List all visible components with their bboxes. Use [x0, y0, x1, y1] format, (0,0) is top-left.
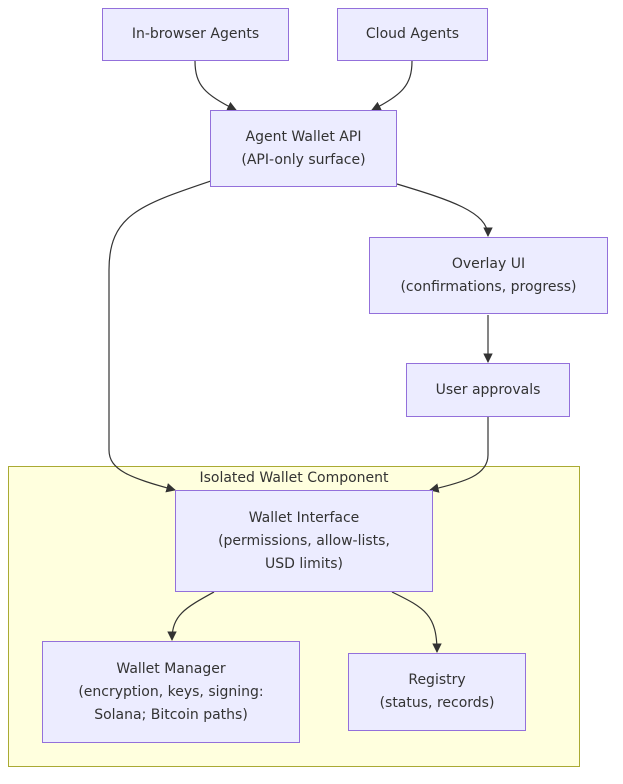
node-sublabel: Solana; Bitcoin paths)	[94, 706, 248, 723]
node-sublabel: (status, records)	[379, 695, 495, 711]
node-label: Wallet Interface	[248, 509, 360, 526]
node-label: Registry	[408, 672, 466, 688]
node-user-approvals[interactable]: User approvals	[406, 363, 570, 417]
node-label: User approvals	[435, 381, 541, 398]
cluster-label: Isolated Wallet Component	[199, 470, 389, 486]
node-sublabel: USD limits)	[265, 555, 343, 572]
node-sublabel: (API-only surface)	[241, 151, 366, 168]
node-registry[interactable]: Registry (status, records)	[348, 653, 526, 731]
node-in-browser-agents[interactable]: In-browser Agents	[102, 8, 289, 61]
node-label: Agent Wallet API	[245, 128, 362, 145]
edge-cloud-to-api	[371, 60, 413, 111]
node-agent-wallet-api[interactable]: Agent Wallet API (API-only surface)	[210, 110, 397, 187]
edge-inbrowser-to-api	[194, 60, 237, 111]
node-overlay-ui[interactable]: Overlay UI (confirmations, progress)	[369, 237, 608, 314]
edge-api-to-overlay	[396, 183, 493, 237]
node-cloud-agents[interactable]: Cloud Agents	[337, 8, 488, 61]
node-label: Wallet Manager	[116, 660, 226, 677]
edge-api-to-wallet-interface	[108, 180, 212, 493]
node-sublabel: (confirmations, progress)	[400, 278, 577, 295]
node-label: Overlay UI	[451, 255, 526, 272]
node-sublabel: (encryption, keys, signing:	[78, 683, 264, 700]
node-wallet-interface[interactable]: Wallet Interface (permissions, allow-lis…	[175, 490, 433, 592]
node-label: Cloud Agents	[365, 26, 460, 42]
node-wallet-manager[interactable]: Wallet Manager (encryption, keys, signin…	[42, 641, 300, 743]
node-sublabel: (permissions, allow-lists,	[218, 532, 390, 549]
node-label: In-browser Agents	[131, 26, 260, 42]
